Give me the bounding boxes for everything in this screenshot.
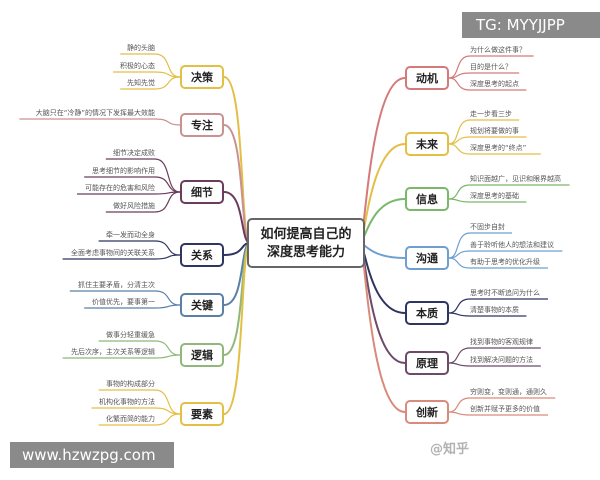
leaf-text: 清楚事物的本质	[470, 306, 519, 314]
leaf-text: 机构化事物的方法	[99, 398, 155, 406]
branch-line	[448, 184, 570, 200]
leaf-text: 可能存在的危害和风险	[85, 184, 155, 192]
leaf-text: 找到事物的客观规律	[470, 338, 533, 346]
leaf-text: 化繁而简的能力	[106, 415, 155, 423]
leaf-text: 事物的构成部分	[106, 380, 155, 388]
leaf-text: 为什么做这件事？	[470, 46, 526, 54]
topic-node-right-2[interactable]: 信息	[405, 187, 449, 211]
branch-line	[448, 257, 548, 269]
branch-line	[448, 198, 527, 203]
topic-node-left-0[interactable]: 决策	[180, 65, 224, 89]
branch-line	[120, 53, 181, 78]
leaf-text: 做好风险措施	[113, 202, 155, 210]
watermark: @知乎	[430, 442, 470, 457]
leaf-text: 走一步看三步	[470, 110, 512, 118]
branch-line	[448, 362, 541, 367]
branch-line	[448, 232, 512, 259]
leaf-text: 价值优先，要事第一	[92, 298, 155, 306]
branch-line	[62, 254, 181, 260]
leaf-text: 善于聆听他人的想法和建议	[470, 241, 554, 249]
leaf-text: 不固步自封	[470, 223, 505, 231]
leaf-text: 抓住主要矛盾，分清主次	[78, 281, 155, 289]
branch-line	[84, 176, 181, 193]
branch-line	[120, 76, 181, 90]
leaf-text: 深度思考的基础	[470, 192, 519, 200]
tg-label: TG: MYYJJPP	[462, 12, 600, 38]
branch-line	[448, 250, 563, 259]
branch-line	[448, 136, 527, 145]
topic-node-left-4[interactable]: 关键	[180, 293, 224, 317]
leaf-text: 深度思考的起点	[470, 80, 519, 88]
leaf-text: 创新并赋予更多的价值	[470, 405, 540, 413]
leaf-text: 积极的心态	[120, 62, 155, 70]
topic-node-left-1[interactable]: 专注	[180, 113, 224, 137]
branch-line	[223, 76, 251, 244]
leaf-text: 找到解决问题的方法	[470, 356, 533, 364]
leaf-text: 规划将要做的事	[470, 127, 519, 135]
topic-node-right-3[interactable]: 沟通	[405, 246, 449, 270]
branch-line	[98, 240, 181, 256]
leaf-text: 深度思考的“终点”	[470, 144, 527, 152]
topic-node-left-6[interactable]: 要素	[180, 402, 224, 426]
leaf-text: 先知先觉	[127, 79, 155, 87]
branch-line	[359, 242, 406, 413]
central-topic: 如何提高自己的 深度思考能力	[247, 218, 365, 268]
central-topic-line2: 深度思考能力	[266, 245, 345, 260]
leaf-text: 知识面越广，见识和眼界越高	[470, 175, 561, 183]
branch-line	[359, 198, 406, 244]
branch-line	[448, 411, 548, 416]
branch-line	[448, 397, 556, 413]
topic-node-right-1[interactable]: 未来	[405, 132, 449, 156]
topic-node-right-0[interactable]: 动机	[405, 66, 449, 90]
branch-line	[113, 71, 181, 78]
leaf-text: 大脑只在“冷静”的情况下发挥最大效能	[35, 109, 155, 117]
leaf-text: 牵一发而动全身	[106, 231, 155, 239]
leaf-text: 思考细节的影响作用	[92, 167, 155, 175]
topic-node-left-5[interactable]: 逻辑	[180, 343, 224, 367]
leaf-text: 做事分轻重缓急	[106, 331, 155, 339]
leaf-text: 细节决定成败	[113, 149, 155, 157]
branch-line	[448, 312, 527, 317]
site-label: www.hzwzpg.com	[10, 442, 174, 468]
branch-line	[91, 407, 181, 415]
topic-node-left-2[interactable]: 细节	[180, 180, 224, 204]
leaf-text: 有助于思考的优化升级	[470, 258, 540, 266]
leaf-text: 静的头脑	[127, 44, 155, 52]
leaf-text: 思考时不断追问为什么	[470, 289, 540, 297]
topic-node-right-4[interactable]: 本质	[405, 301, 449, 325]
branch-line	[69, 290, 181, 306]
leaf-text: 穷则变，变则通，通则久	[470, 388, 547, 396]
branch-line	[98, 389, 181, 415]
branch-line	[19, 118, 181, 126]
branch-line	[448, 298, 548, 314]
branch-line	[62, 354, 181, 359]
branch-line	[448, 77, 527, 91]
branch-line	[223, 242, 251, 415]
branch-line	[448, 72, 520, 79]
branch-line	[448, 347, 541, 364]
branch-line	[105, 191, 181, 213]
leaf-text: 全面考虑事物间的关联关系	[71, 249, 155, 257]
topic-node-left-3[interactable]: 关系	[180, 243, 224, 267]
branch-line	[84, 304, 181, 309]
topic-node-right-6[interactable]: 创新	[405, 400, 449, 424]
leaf-text: 先后次序，主次关系等逻辑	[71, 348, 155, 356]
central-topic-line1: 如何提高自己的	[260, 227, 352, 242]
topic-node-right-5[interactable]: 原理	[405, 351, 449, 375]
branch-line	[98, 413, 181, 426]
branch-line	[98, 340, 181, 356]
leaf-text: 目的是什么？	[470, 63, 512, 71]
branch-line	[359, 242, 406, 259]
branch-line	[448, 143, 541, 155]
